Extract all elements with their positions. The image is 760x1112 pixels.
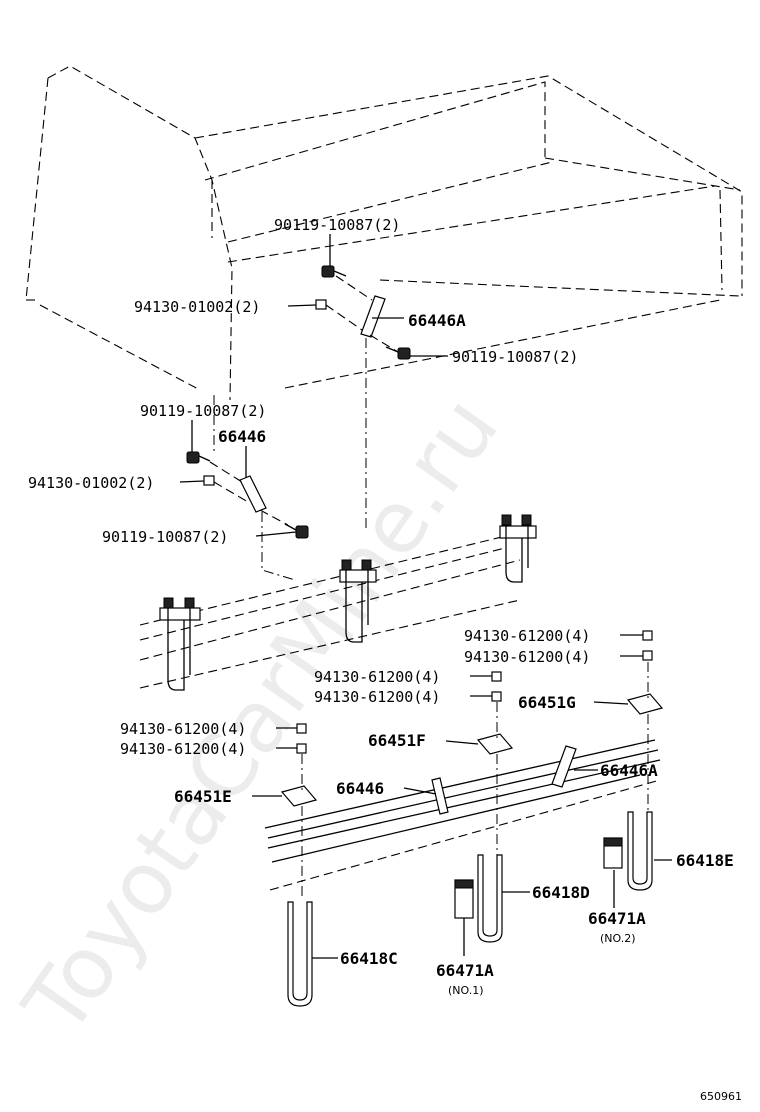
ubolt-d-icon xyxy=(477,854,503,943)
ubolt-assembly-right xyxy=(499,514,537,583)
diagram-id: 650961 xyxy=(700,1090,742,1103)
plate-f-icon xyxy=(476,733,514,755)
callout-bracket-upper: 66446A xyxy=(408,311,466,330)
truck-bed-outline xyxy=(25,65,743,401)
callout-ubolt-d: 66418D xyxy=(532,883,590,902)
callout-bracket-rail-a: 66446A xyxy=(600,761,658,780)
callout-nut-g-2: 94130-61200(4) xyxy=(464,648,590,666)
frame-rail-outline xyxy=(139,534,521,689)
ubolt-e-icon xyxy=(627,811,653,891)
callout-ubolt-e: 66418E xyxy=(676,851,734,870)
spacer-no2-icon xyxy=(603,837,623,869)
callout-spacer-no1: 66471A xyxy=(436,961,494,980)
callout-bolt-lower-2: 90119-10087(2) xyxy=(102,528,228,546)
bracket-upper-icon xyxy=(360,295,386,338)
nut-upper-icon xyxy=(315,299,327,310)
nut-lower-icon xyxy=(203,475,215,486)
callout-plate-f: 66451F xyxy=(368,731,426,750)
callout-spacer-no1-note: (NO.1) xyxy=(448,984,484,997)
bolt-upper-2-icon xyxy=(385,346,411,360)
bracket-rail-a-icon xyxy=(551,745,577,788)
callout-spacer-no2: 66471A xyxy=(588,909,646,928)
bracket-rail-icon xyxy=(431,777,449,815)
callout-nut-f-2: 94130-61200(4) xyxy=(314,688,440,706)
callout-nut-e-1: 94130-61200(4) xyxy=(120,720,246,738)
plate-g-icon xyxy=(626,693,664,715)
callout-bolt-upper-2: 90119-10087(2) xyxy=(452,348,578,366)
callout-bolt-upper-1: 90119-10087(2) xyxy=(274,216,400,234)
callout-nut-f-1: 94130-61200(4) xyxy=(314,668,440,686)
callout-bracket-rail: 66446 xyxy=(336,779,384,798)
callout-plate-e: 66451E xyxy=(174,787,232,806)
bolt-upper-1-icon xyxy=(321,265,347,278)
callout-nut-g-1: 94130-61200(4) xyxy=(464,627,590,645)
bolt-lower-2-icon xyxy=(284,523,309,539)
callout-bolt-lower-1: 90119-10087(2) xyxy=(140,402,266,420)
nut-f-icons xyxy=(491,671,502,702)
callout-bracket-lower: 66446 xyxy=(218,427,266,446)
callout-ubolt-c: 66418C xyxy=(340,949,398,968)
ubolt-assembly-middle xyxy=(339,559,377,643)
bracket-lower-icon xyxy=(239,475,267,513)
ubolt-c-icon xyxy=(287,901,313,1007)
plate-e-icon xyxy=(280,785,318,807)
callout-nut-upper: 94130-01002(2) xyxy=(134,298,260,316)
nut-g-icons xyxy=(642,630,653,661)
callout-nut-e-2: 94130-61200(4) xyxy=(120,740,246,758)
spacer-no1-icon xyxy=(454,879,474,919)
ubolt-assembly-left xyxy=(159,597,201,691)
leader-lines xyxy=(179,234,672,959)
callout-spacer-no2-note: (NO.2) xyxy=(600,932,636,945)
callout-plate-g: 66451G xyxy=(518,693,576,712)
callout-nut-lower: 94130-01002(2) xyxy=(28,474,154,492)
leaf-spring xyxy=(264,739,661,891)
bolt-lower-1-icon xyxy=(186,451,211,464)
